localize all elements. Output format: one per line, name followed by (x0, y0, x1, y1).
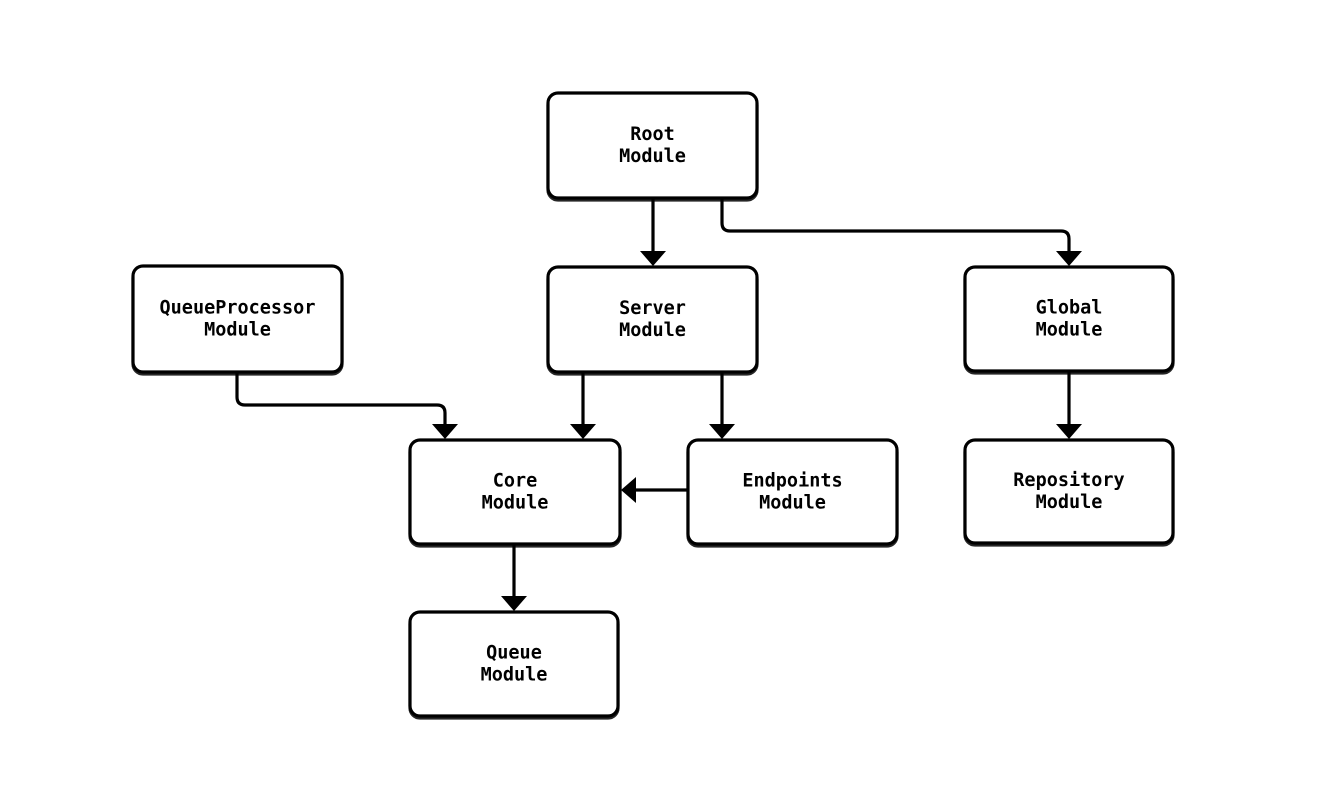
node-root-box (546, 91, 759, 200)
node-server-label-line1: Server (619, 298, 686, 319)
node-repository-label-line2: Module (1036, 492, 1103, 513)
node-global-box (963, 265, 1175, 373)
node-server-label-line2: Module (619, 320, 686, 341)
node-root-label-line2: Module (619, 146, 686, 167)
node-repository-label-line1: Repository (1013, 470, 1124, 491)
node-core-label-line1: Core (493, 471, 538, 492)
node-queueprocessor-box (131, 264, 344, 374)
node-endpoints-label-line1: Endpoints (742, 471, 842, 492)
node-core-box (408, 438, 622, 546)
arrowhead-server-to-core (570, 424, 596, 439)
arrowhead-core-to-queue (501, 596, 527, 611)
arrowhead-root-to-server (640, 251, 666, 266)
node-queue-box (408, 610, 620, 718)
node-queue-label-line1: Queue (486, 643, 542, 664)
node-queueprocessor-label-line2: Module (204, 320, 271, 341)
node-global-label-line2: Module (1036, 320, 1103, 341)
arrowhead-global-to-repository (1056, 424, 1082, 439)
node-server-box (546, 265, 759, 374)
node-repository-box (963, 438, 1175, 545)
arrowhead-endpoints-to-core (621, 477, 636, 503)
arrowhead-server-to-endpoints (709, 424, 735, 439)
arrowhead-queueprocessor-to-core (432, 424, 458, 439)
node-endpoints-label-line2: Module (759, 493, 826, 514)
edge-root-to-global (720, 198, 1071, 251)
node-endpoints-box (686, 438, 899, 546)
edge-queueprocessor-to-core (235, 372, 447, 424)
node-global-label-line1: Global (1036, 298, 1103, 319)
arrowhead-root-to-global (1056, 251, 1082, 266)
node-queue-label-line2: Module (481, 665, 548, 686)
node-core-label-line2: Module (482, 493, 549, 514)
edges-layer (235, 198, 1082, 611)
nodes-layer: RootModuleQueueProcessorModuleServerModu… (131, 91, 1175, 718)
node-queueprocessor-label-line1: QueueProcessor (160, 298, 316, 319)
node-root-label-line1: Root (630, 124, 675, 145)
